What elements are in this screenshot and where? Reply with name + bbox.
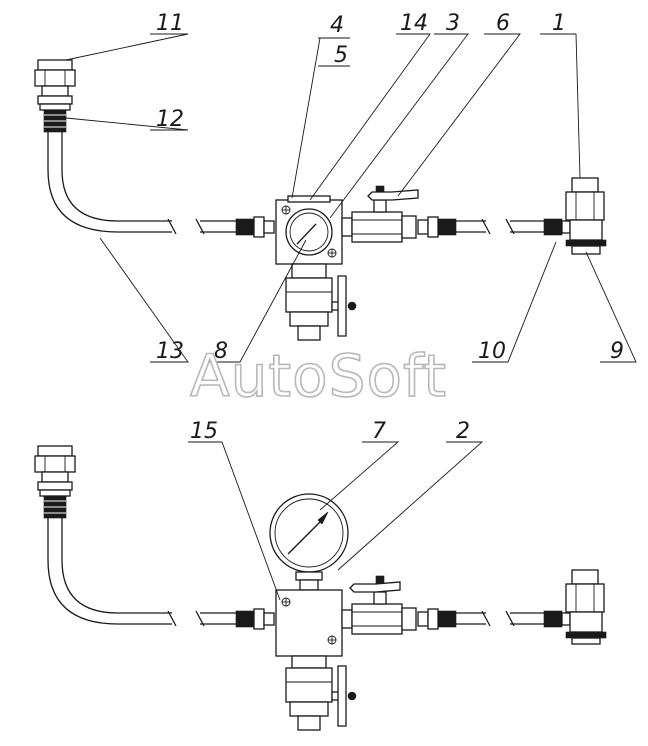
callout-labels: 11 12 4 5 14 3 6 1 13 8 10 9 15 7 2 <box>156 11 624 444</box>
callout-4: 4 <box>330 13 344 38</box>
callout-8: 8 <box>214 339 228 364</box>
drain-valve-top <box>285 263 357 341</box>
tee-body-bottom <box>275 589 343 657</box>
callout-11: 11 <box>156 11 184 36</box>
callout-12: 12 <box>156 107 184 132</box>
callout-13: 13 <box>156 339 184 364</box>
ball-valve-bottom <box>341 575 417 635</box>
pressure-gauge-bottom <box>269 493 349 591</box>
callout-10: 10 <box>478 339 506 364</box>
right-coupling-top <box>565 177 607 255</box>
callout-7: 7 <box>372 419 386 444</box>
leaders-top <box>65 33 637 363</box>
watermark-text: AutoSoft <box>190 342 447 410</box>
callout-1: 1 <box>552 11 566 36</box>
left-coupling-top <box>34 59 76 133</box>
callout-15: 15 <box>190 419 218 444</box>
hose-fitting-right-bottom <box>417 608 571 630</box>
hose-top <box>47 132 236 235</box>
top-assembly <box>34 33 637 363</box>
ball-valve-top <box>341 185 419 243</box>
callout-3: 3 <box>446 11 460 36</box>
drain-valve-bottom <box>285 655 357 731</box>
left-coupling-bottom <box>34 445 76 519</box>
callout-2: 2 <box>456 419 470 444</box>
callout-14: 14 <box>400 11 428 36</box>
hose-bottom <box>47 518 236 627</box>
hose-fitting-left-top <box>235 216 275 238</box>
callout-5: 5 <box>334 43 348 68</box>
hose-fitting-left-bottom <box>235 608 275 630</box>
right-coupling-bottom <box>565 569 607 645</box>
tee-body-top <box>275 195 343 265</box>
callout-9: 9 <box>610 339 624 364</box>
hose-fitting-right-top <box>417 216 571 238</box>
callout-6: 6 <box>496 11 510 36</box>
leaders-bottom <box>188 441 484 601</box>
bottom-assembly <box>34 441 607 731</box>
